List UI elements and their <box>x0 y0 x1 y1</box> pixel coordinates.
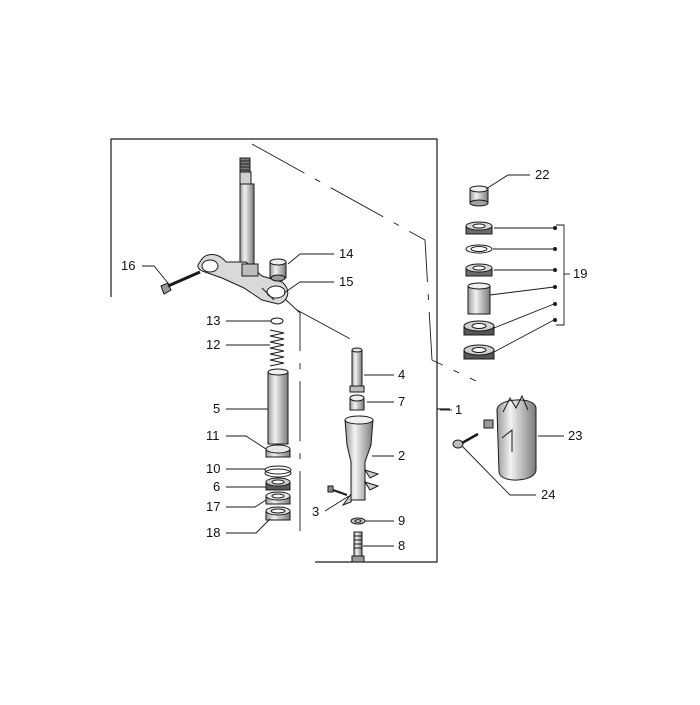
callout-12: 12 <box>206 337 220 352</box>
callout-24: 24 <box>541 487 555 502</box>
callout-9: 9 <box>398 513 405 528</box>
bearing-kit-parts-19 <box>463 221 495 360</box>
callout-labels: 1 2 3 4 5 6 7 8 9 10 11 12 13 14 15 16 1… <box>121 167 587 553</box>
screw-part-24 <box>452 419 494 449</box>
kit-marker-dots <box>553 226 557 322</box>
callout-16: 16 <box>121 258 135 273</box>
callout-1: 1 <box>455 402 462 417</box>
bearing-stack-parts <box>264 444 292 521</box>
callout-19: 19 <box>573 266 587 281</box>
callout-14: 14 <box>339 246 353 261</box>
callout-2: 2 <box>398 448 405 463</box>
cover-part-23 <box>496 394 537 481</box>
callout-5: 5 <box>213 401 220 416</box>
callout-7: 7 <box>398 394 405 409</box>
washer-part-9 <box>350 517 366 525</box>
cap-part-22 <box>469 185 489 207</box>
callout-15: 15 <box>339 274 353 289</box>
callout-23: 23 <box>568 428 582 443</box>
tube-part-5 <box>267 368 289 445</box>
spring-part-12 <box>269 329 285 367</box>
callout-11: 11 <box>206 428 220 443</box>
ring-part-13 <box>270 317 284 325</box>
fork-leg-part-2 <box>341 415 380 507</box>
callout-18: 18 <box>206 525 220 540</box>
callout-13: 13 <box>206 313 220 328</box>
bolt-part-16 <box>160 270 201 295</box>
pin-part-4 <box>349 347 365 393</box>
callout-10: 10 <box>206 461 220 476</box>
cap-part-14 <box>269 258 287 282</box>
callout-8: 8 <box>398 538 405 553</box>
callout-6: 6 <box>213 479 220 494</box>
steering-stem-part <box>197 157 289 305</box>
bushing-part-7 <box>349 394 365 411</box>
assembly-frame <box>110 138 450 563</box>
screw-part-3 <box>327 485 348 496</box>
leader-lines <box>142 174 570 547</box>
alignment-dashed-lines <box>251 143 477 537</box>
callout-4: 4 <box>398 367 405 382</box>
callout-22: 22 <box>535 167 549 182</box>
callout-17: 17 <box>206 499 220 514</box>
bolt-part-8 <box>351 531 365 563</box>
callout-3: 3 <box>312 504 319 519</box>
